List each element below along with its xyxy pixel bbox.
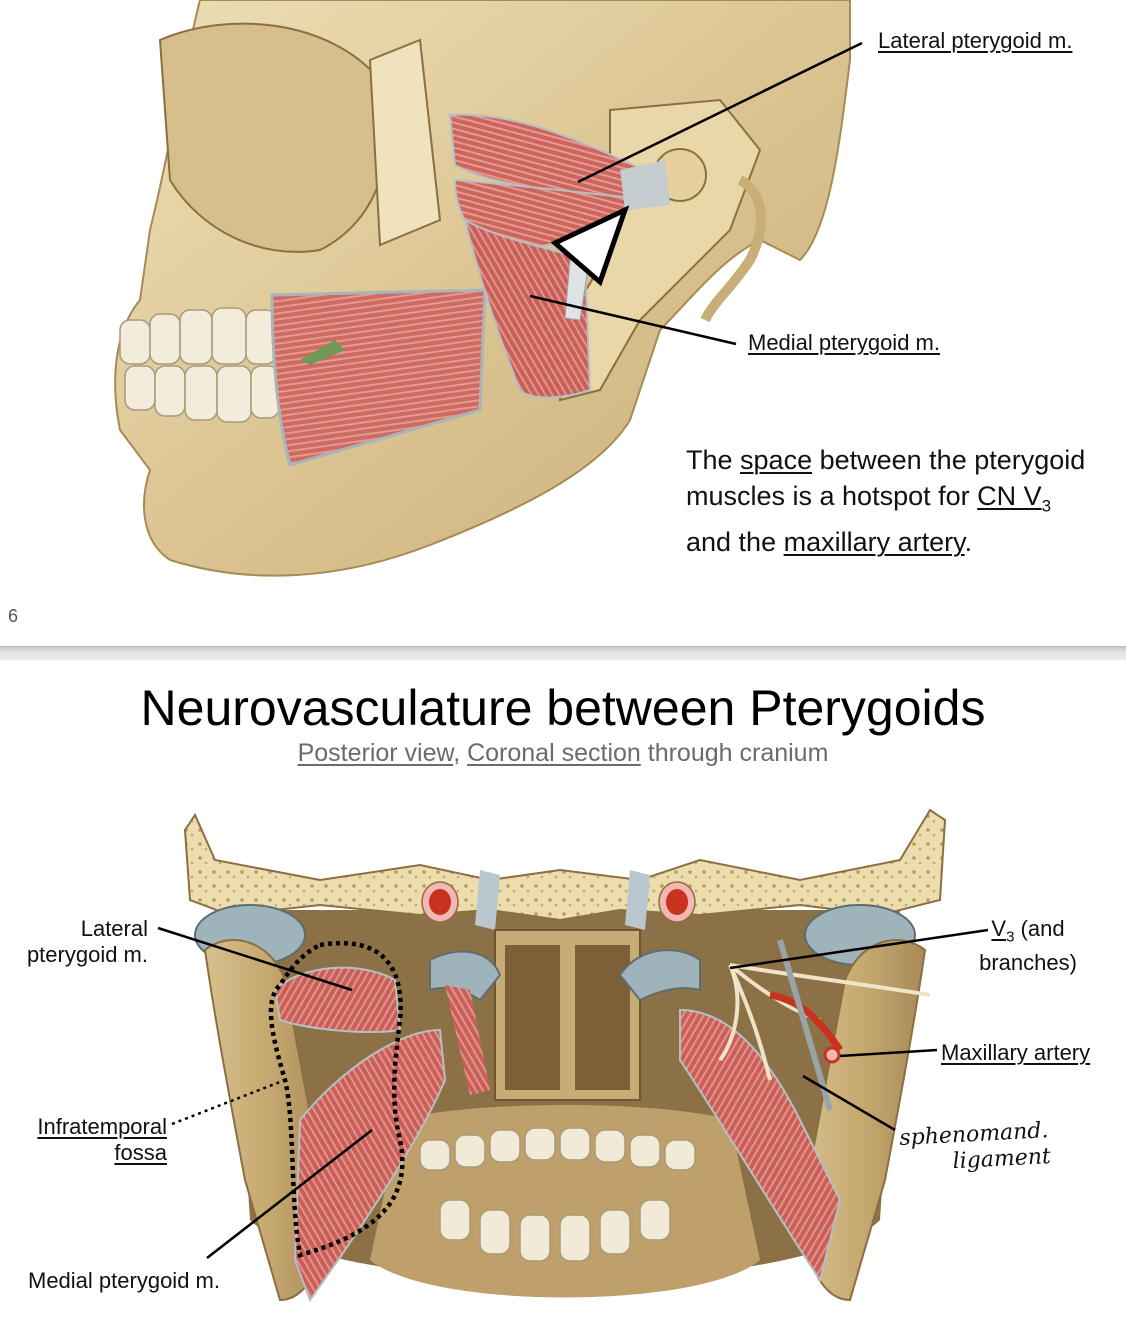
label-v3: V3 [991, 916, 1014, 945]
slide-subtitle: Posterior view, Coronal section through … [0, 738, 1126, 768]
note-cn-sub: 3 [1041, 496, 1052, 516]
label-medial-pterygoid-coronal: Medial pterygoid m. [28, 1268, 220, 1293]
note-text: The [686, 445, 741, 475]
label-line: pterygoid m. [26, 942, 148, 967]
note-text: between the pterygoid muscles is a hotsp… [686, 445, 1086, 511]
label-maxillary-artery: Maxillary artery [941, 1040, 1090, 1066]
label-maxillary-artery-text: Maxillary artery [941, 1040, 1091, 1065]
note-maxillary-artery: maxillary artery [783, 527, 965, 558]
subtitle-text: through cranium [640, 739, 829, 767]
subtitle-text: , [453, 739, 468, 767]
slide-lateral-skull: Lateral pterygoid m. Medial pterygoid m.… [0, 0, 1126, 648]
label-line: fossa [114, 1140, 167, 1165]
note-text: and the [686, 527, 784, 558]
note-cn: CN V [977, 481, 1042, 511]
label-v3-rest: (and [1014, 916, 1065, 941]
slide-title: Neurovasculature between Pterygoids [140, 680, 986, 736]
label-line: Lateral [80, 916, 148, 941]
note-space: space [740, 445, 813, 475]
coronal-section-illustration [157, 808, 989, 1303]
label-infratemporal-fossa: Infratemporal fossa [0, 1114, 167, 1166]
subtitle-section: Coronal section [467, 739, 641, 767]
slide-separator [0, 646, 1126, 661]
label-v3-branches: V3 (and branches) [968, 916, 1088, 976]
label-lateral-pterygoid: Lateral pterygoid m. [878, 28, 1072, 54]
label-v3-sub: 3 [1006, 928, 1015, 946]
label-lateral-pterygoid-coronal: Lateral pterygoid m. [0, 916, 148, 968]
label-medial-pterygoid: Medial pterygoid m. [748, 330, 940, 356]
pterygoid-space-note: The space between the pterygoid muscles … [686, 442, 1086, 560]
label-v3-main: V [991, 916, 1007, 941]
skull-lateral-illustration [114, 0, 863, 577]
page-number: 6 [8, 606, 19, 626]
label-lateral-pterygoid-text: Lateral pterygoid m. [878, 28, 1073, 53]
note-cn-v3: CN V3 [977, 481, 1051, 515]
label-medial-pterygoid-text: Medial pterygoid m. [748, 330, 940, 355]
slide-coronal-section: Neurovasculature between Pterygoids Post… [0, 660, 1126, 1324]
subtitle-view: Posterior view [297, 739, 454, 767]
label-line: branches) [979, 950, 1077, 976]
label-line: Infratemporal [37, 1114, 167, 1139]
note-text: . [964, 527, 973, 558]
handwritten-sphenomandibular-label: sphenomand. ligament [899, 1118, 1052, 1178]
